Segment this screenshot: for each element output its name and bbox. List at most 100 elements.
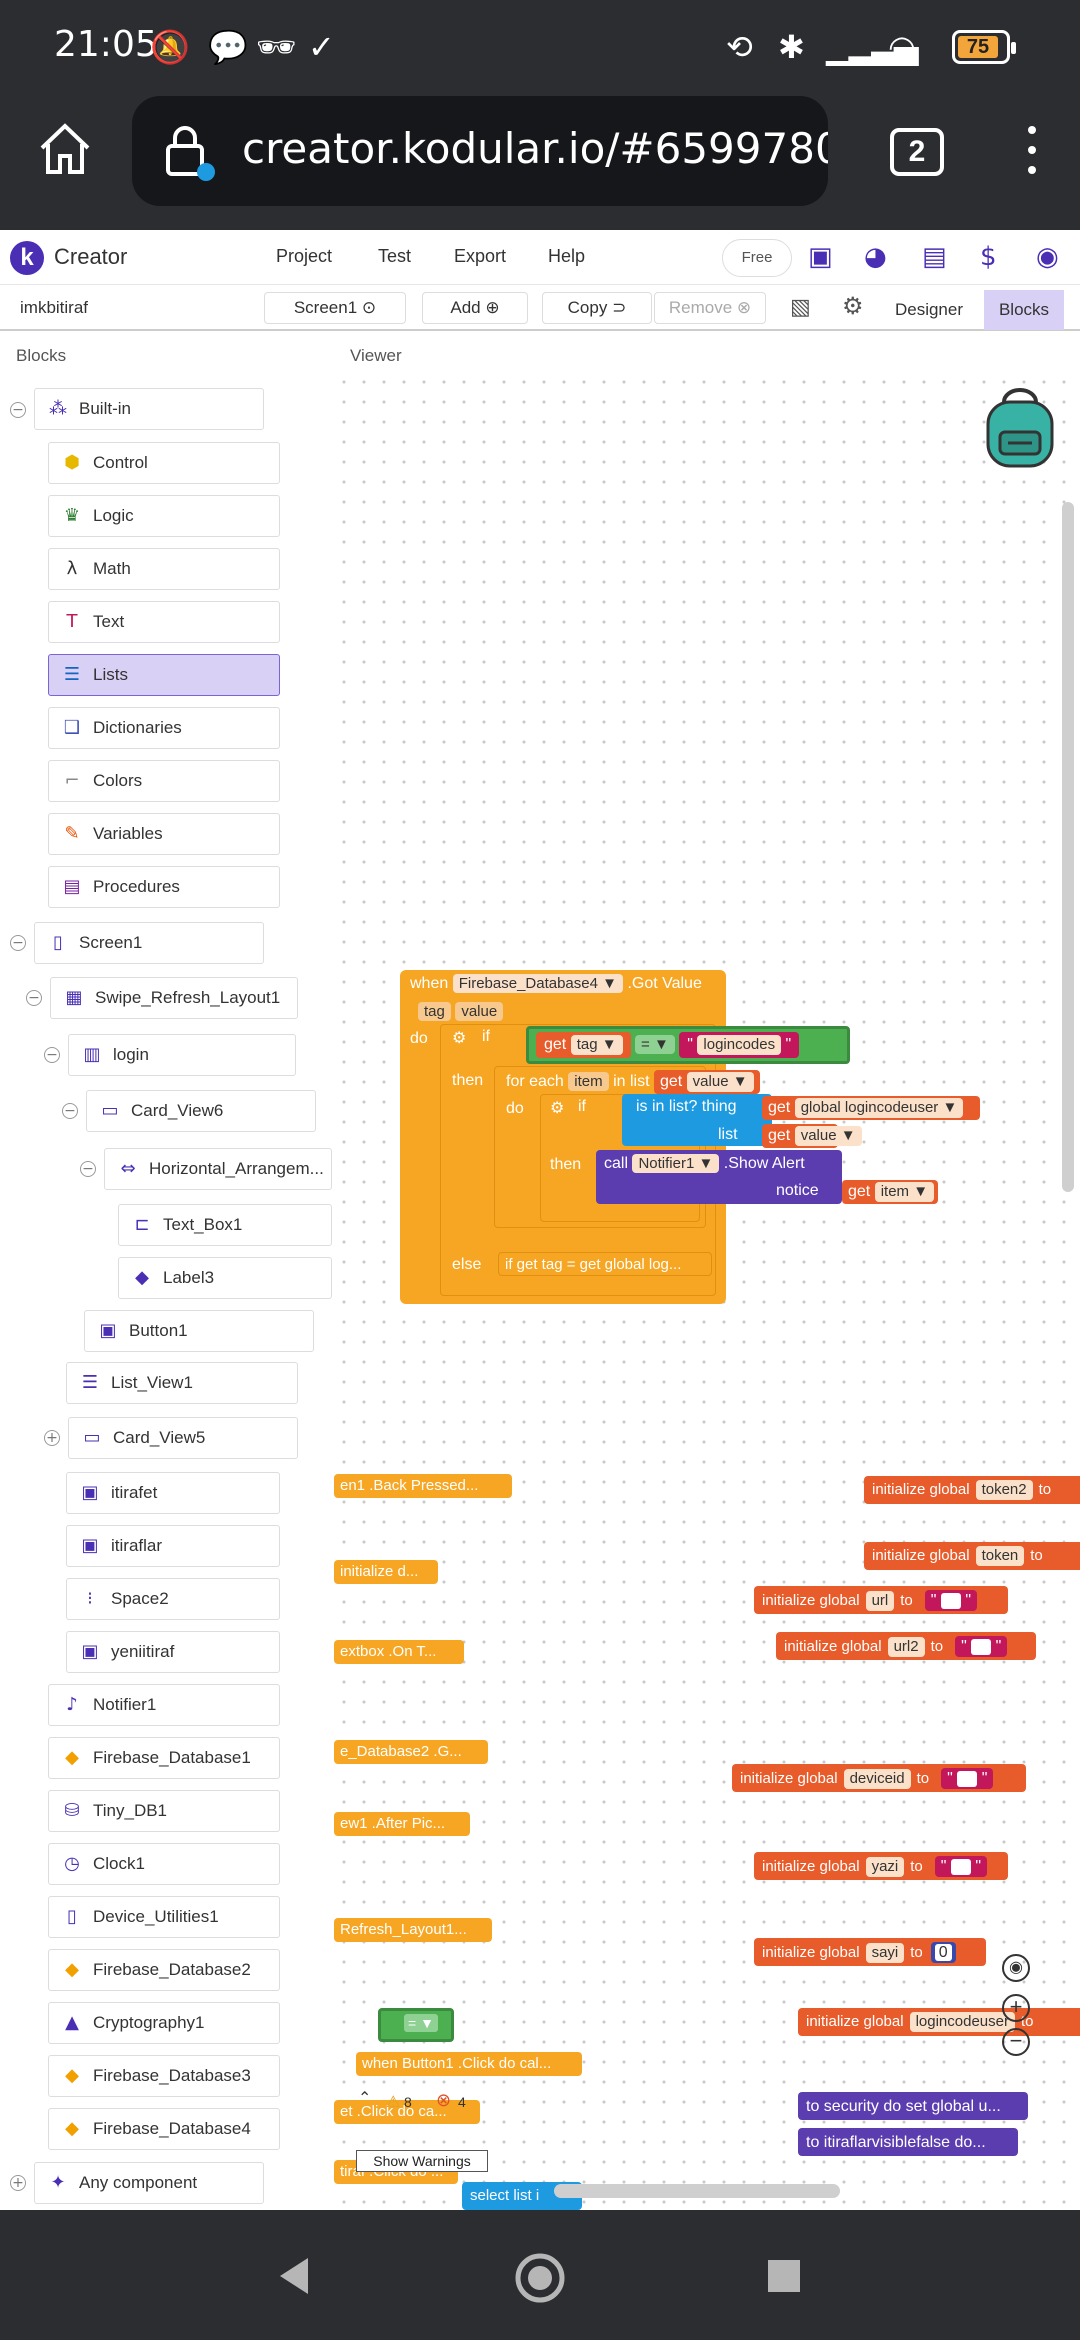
menu-test[interactable]: Test	[378, 246, 412, 266]
builtin-collapse-icon[interactable]: −	[10, 402, 26, 418]
global-var-name-field[interactable]: token2	[975, 1480, 1033, 1500]
builtin-logic[interactable]: ♛Logic	[48, 495, 280, 537]
collapsed-event-block[interactable]: extbox .On T...	[334, 1640, 464, 1664]
param-tag[interactable]: tag	[418, 1002, 451, 1021]
compare-block-2[interactable]	[378, 2008, 454, 2042]
up-arrow-icon[interactable]: ⌃	[358, 2090, 372, 2107]
get-value-block-2[interactable]: get value ▼	[762, 1124, 862, 1148]
menu-project[interactable]: Project	[276, 246, 333, 266]
global-var-name-field[interactable]: sayi	[865, 1943, 905, 1963]
tree-any-component[interactable]: ✦Any component	[34, 2162, 264, 2204]
collapsed-event-block[interactable]: Refresh_Layout1...	[334, 1918, 492, 1942]
global-var-name-field[interactable]: yazi	[865, 1857, 905, 1877]
empty-text-block[interactable]: " "	[955, 1636, 1008, 1658]
tree-horizontal-arrangem[interactable]: ⇔Horizontal_Arrangem...	[104, 1148, 332, 1190]
global-var-name-field[interactable]: logincodeuser	[909, 2012, 1015, 2032]
recents-icon[interactable]	[766, 2258, 802, 2294]
tree-any-component-toggle-icon[interactable]: +	[10, 2175, 26, 2191]
component-dropdown[interactable]: Firebase_Database4 ▼	[452, 974, 623, 993]
procedure-security[interactable]: to security do set global u...	[798, 2092, 1028, 2120]
tag-var[interactable]: tag ▼	[570, 1035, 623, 1055]
collapsed-event-block[interactable]: e_Database2 .G...	[334, 1740, 488, 1764]
collapsed-event-block[interactable]: ew1 .After Pic...	[334, 1812, 470, 1836]
tree-swipe-refresh-layout1[interactable]: ▦Swipe_Refresh_Layout1	[50, 977, 298, 1019]
builtin-dictionaries[interactable]: ❑Dictionaries	[48, 707, 280, 749]
zoom-in-icon[interactable]: +	[1002, 1994, 1030, 2022]
gallery-icon[interactable]: ▣	[808, 242, 833, 272]
tab-designer[interactable]: Designer	[894, 300, 964, 319]
notifier-dropdown[interactable]: Notifier1 ▼	[632, 1154, 720, 1173]
tree-notifier1[interactable]: ♪Notifier1	[48, 1684, 280, 1726]
global-var[interactable]: global logincodeuser ▼	[794, 1098, 964, 1118]
tree-firebase-database3[interactable]: ◆Firebase_Database3	[48, 2055, 280, 2097]
equals-op-2[interactable]: = ▼	[404, 2014, 438, 2032]
empty-text-block[interactable]: " "	[941, 1768, 994, 1790]
billing-icon[interactable]: $	[980, 242, 997, 272]
tree-button1[interactable]: ▣Button1	[84, 1310, 314, 1352]
tree-cryptography1[interactable]: ▲Cryptography1	[48, 2002, 280, 2044]
zoom-out-icon[interactable]: −	[1002, 2028, 1030, 2056]
tree-tiny-db1[interactable]: ⛁Tiny_DB1	[48, 1790, 280, 1832]
global-var-name-field[interactable]: url2	[887, 1637, 925, 1657]
tree-horizontal-arrangem-toggle-icon[interactable]: −	[80, 1161, 96, 1177]
collapsed-event-block[interactable]: when Button1 .Click do cal...	[356, 2052, 582, 2076]
tree-login-toggle-icon[interactable]: −	[44, 1047, 60, 1063]
url-bar[interactable]: creator.kodular.io/#6599780009	[132, 96, 828, 206]
tree-label3[interactable]: ◆Label3	[118, 1257, 332, 1299]
home-nav-icon[interactable]	[514, 2252, 566, 2304]
tree-screen1-toggle-icon[interactable]: −	[10, 935, 26, 951]
backpack-icon[interactable]	[982, 388, 1058, 472]
get-value-block[interactable]: get value ▼	[653, 1070, 760, 1094]
url-text[interactable]: creator.kodular.io/#6599780009	[242, 124, 828, 173]
is-in-list-block[interactable]	[622, 1094, 772, 1146]
screen-select[interactable]: Screen1 ⊙	[264, 292, 406, 324]
copy-screen-button[interactable]: Copy ⊃	[542, 292, 652, 324]
builtin-colors[interactable]: ⌐Colors	[48, 760, 280, 802]
builtin-control[interactable]: ⬢Control	[48, 442, 280, 484]
tab-blocks[interactable]: Blocks	[984, 290, 1064, 330]
remove-screen-button[interactable]: Remove ⊗	[654, 292, 766, 324]
global-var-name-field[interactable]: url	[865, 1591, 895, 1611]
tree-login[interactable]: ▥login	[68, 1034, 296, 1076]
tree-firebase-database4[interactable]: ◆Firebase_Database4	[48, 2108, 280, 2150]
inner-if-gear-icon[interactable]: ⚙	[550, 1100, 565, 1117]
free-plan-button[interactable]: Free	[722, 239, 792, 277]
blocks-workspace[interactable]: when Firebase_Database4 ▼ .Got Value tag…	[334, 372, 1080, 2212]
equals-dropdown[interactable]: = ▼	[635, 1035, 675, 1054]
number-value[interactable]: 0	[934, 1944, 952, 1961]
tree-text-box1[interactable]: ⊏Text_Box1	[118, 1204, 332, 1246]
text-value[interactable]: logincodes	[697, 1035, 782, 1055]
value-var[interactable]: value ▼	[686, 1072, 754, 1092]
global-var-name-field[interactable]: deviceid	[843, 1769, 911, 1789]
tree-firebase-database2[interactable]: ◆Firebase_Database2	[48, 1949, 280, 1991]
account-icon[interactable]: ◉	[1036, 242, 1059, 272]
builtin-variables[interactable]: ✎Variables	[48, 813, 280, 855]
tree-card-view6[interactable]: ▭Card_View6	[86, 1090, 316, 1132]
add-screen-button[interactable]: Add ⊕	[422, 292, 528, 324]
procedure-itiraflarvisiblefalse[interactable]: to itiraflarvisiblefalse do...	[798, 2128, 1018, 2156]
number-block[interactable]: 0	[930, 1942, 956, 1964]
lock-icon[interactable]	[162, 122, 216, 182]
menu-export[interactable]: Export	[454, 246, 507, 266]
tree-itirafet[interactable]: ▣itirafet	[66, 1472, 280, 1514]
image-icon[interactable]: ▧	[790, 294, 811, 319]
tree-card-view5-toggle-icon[interactable]: +	[44, 1430, 60, 1446]
get-tag-block[interactable]: get tag ▼	[536, 1032, 631, 1058]
home-icon[interactable]	[36, 120, 94, 178]
horizontal-scrollbar[interactable]	[554, 2184, 840, 2198]
item-var-2[interactable]: item ▼	[874, 1182, 935, 1202]
tree-yeniitiraf[interactable]: ▣yeniitiraf	[66, 1631, 280, 1673]
tree-swipe-refresh-layout1-toggle-icon[interactable]: −	[26, 990, 42, 1006]
get-item-block[interactable]: get item ▼	[842, 1180, 938, 1204]
tree-clock1[interactable]: ◷Clock1	[48, 1843, 280, 1885]
if-gear-icon[interactable]: ⚙	[452, 1030, 467, 1047]
builtin-lists[interactable]: ☰Lists	[48, 654, 280, 696]
empty-text-block[interactable]: " "	[934, 1856, 988, 1878]
collapsed-event-block[interactable]: et .Click do ca...	[334, 2100, 480, 2124]
tree-screen1[interactable]: ▯Screen1	[34, 922, 264, 964]
